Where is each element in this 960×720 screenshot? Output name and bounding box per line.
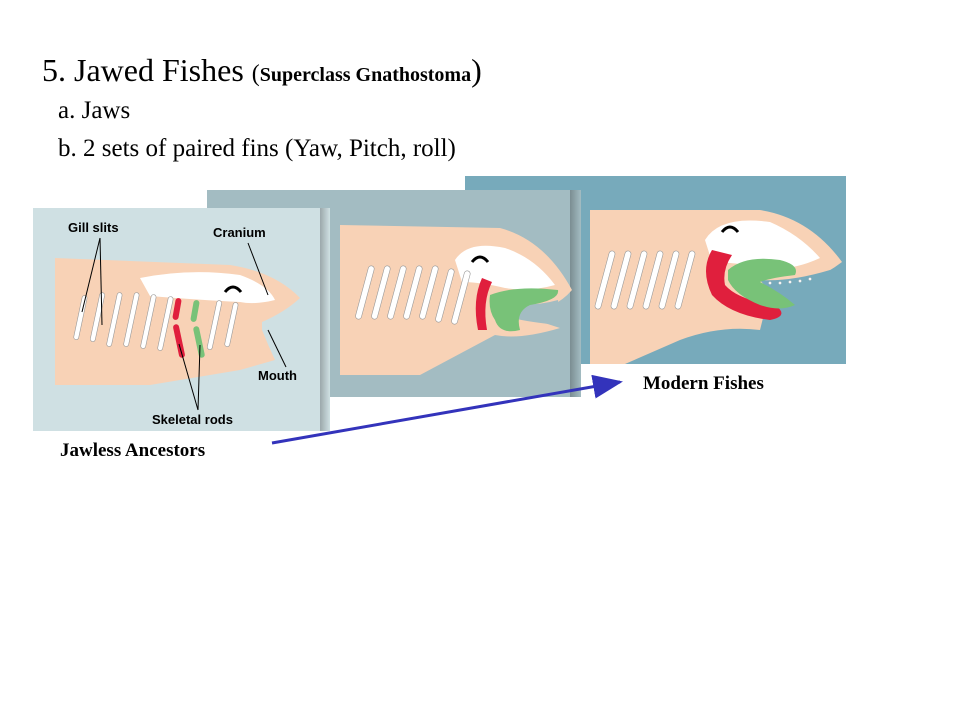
label-cranium: Cranium [213,225,266,240]
modern-lower-jaw-rod [728,258,796,309]
title-superclass: Superclass Gnathostoma [259,64,472,86]
caption-jawless-ancestors: Jawless Ancestors [60,440,206,461]
label-skeletal-rods: Skeletal rods [152,412,233,427]
evolution-arrow [271,374,623,445]
title-main: 5. Jawed Fishes [42,52,252,88]
caption-modern-fishes: Modern Fishes [643,373,764,394]
bullet-paired-fins: b. 2 sets of paired fins (Yaw, Pitch, ro… [58,135,456,162]
modern-mouth-gap [760,270,830,292]
modern-upper-jaw-rod [706,250,782,320]
title-open-paren: ( [251,61,260,87]
label-mouth: Mouth [258,368,297,383]
jawless-red-rod-lower [173,324,185,358]
jawless-green-rod-lower [193,326,205,358]
jawless-cranium [140,272,275,304]
modern-cranium [705,220,820,269]
panel-jawless-ancestor: Gill slits Cranium Mouth Skeletal rods [33,208,330,431]
label-gill-slits: Gill slits [68,220,119,235]
slide-title: 5. Jawed Fishes (Superclass Gnathostoma) [42,50,482,95]
intermediate-green-rod [489,288,559,332]
intermediate-red-rod [475,278,492,330]
title-close-paren: ) [471,52,482,88]
bullet-jaws: a. Jaws [58,97,131,124]
jawless-green-rod-upper [190,300,200,322]
jawless-red-rod-upper [172,298,182,320]
